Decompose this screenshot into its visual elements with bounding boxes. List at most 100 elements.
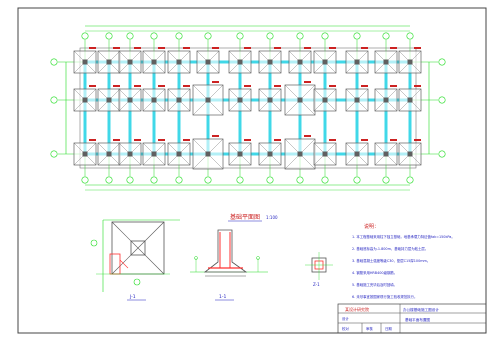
grid-bubble-right <box>438 150 446 158</box>
footing-tag <box>183 139 190 141</box>
footing-tag <box>414 85 421 87</box>
title-block-field: 日期 <box>385 326 392 331</box>
grid-bubble-bottom <box>150 176 158 184</box>
column-section <box>383 97 389 103</box>
footing-tag <box>89 85 96 87</box>
title-block-company: 某设计研究院 <box>345 306 369 312</box>
footing-tag <box>329 47 336 49</box>
footing-tag <box>134 47 141 49</box>
grid-bubble-left <box>50 150 58 158</box>
column-detail: Z-1 <box>305 252 333 287</box>
column-section <box>205 151 211 157</box>
footing-tag <box>113 47 120 49</box>
footing-tag <box>361 85 368 87</box>
footing-tag <box>304 47 311 49</box>
column-section <box>297 151 303 157</box>
grid-bubble-bottom <box>204 176 212 184</box>
footing-tag <box>244 85 251 87</box>
grid-bubble-bottom <box>126 176 134 184</box>
footing-tag <box>183 47 190 49</box>
note-line: 2. 基础底标高为-1.800m，基础持力层为粘土层。 <box>352 246 428 251</box>
plan-title: 基础平面图 <box>230 213 260 221</box>
footing-tag <box>89 47 96 49</box>
grid-bubble-right <box>438 96 446 104</box>
footing-tag <box>158 139 165 141</box>
footing-plan-detail: J-1 <box>90 219 180 301</box>
grid-bubble-bottom <box>321 176 329 184</box>
grid-bubble-right <box>438 58 446 66</box>
footing-tag <box>414 139 421 141</box>
column-section <box>237 151 243 157</box>
footing-tag <box>212 81 219 83</box>
column-section <box>383 151 389 157</box>
footing-tag <box>304 81 311 83</box>
title-block-drawing-name: 基础平面布置图 <box>405 317 431 322</box>
note-line: 6. 未尽事宜按国家现行施工验收规范执行。 <box>352 294 417 299</box>
column-section <box>127 151 133 157</box>
grid-bubble-top <box>126 32 134 40</box>
grid-bubble-bottom <box>105 176 113 184</box>
footing-tag <box>183 85 190 87</box>
note-line: 5. 基础施工完毕后及时回填。 <box>352 282 397 287</box>
column-section <box>106 151 112 157</box>
note-line: 4. 钢筋采用HRB400级钢筋。 <box>352 270 397 275</box>
title-block-field: 设计 <box>342 316 349 321</box>
column-section <box>237 97 243 103</box>
footing-tag <box>329 139 336 141</box>
grid-bubble-top <box>175 32 183 40</box>
section-detail-label: 1-1 <box>219 294 226 300</box>
column-section <box>106 59 112 65</box>
column-section <box>205 97 211 103</box>
footing-tag <box>113 85 120 87</box>
column-section <box>297 97 303 103</box>
column-section <box>297 59 303 65</box>
plan-detail-label: J-1 <box>129 294 136 300</box>
design-notes: 说明： 1. 本工程基础采用柱下独立基础，地基承载力特征值fak=150kPa。… <box>352 223 455 299</box>
footing-tag <box>329 85 336 87</box>
footing-tag <box>361 47 368 49</box>
column-section <box>383 59 389 65</box>
grid-bubble-bottom <box>296 176 304 184</box>
grid-bubble-top <box>382 32 390 40</box>
note-line: 3. 基础混凝土强度等级C30，垫层C15厚100mm。 <box>352 258 430 263</box>
column-section <box>267 151 273 157</box>
column-section <box>151 151 157 157</box>
title-block-field: 审核 <box>366 326 373 331</box>
footing-tag <box>244 47 251 49</box>
column-section <box>267 97 273 103</box>
footing-tag <box>113 139 120 141</box>
footing-tag <box>244 139 251 141</box>
note-line: 1. 本工程基础采用柱下独立基础，地基承载力特征值fak=150kPa。 <box>352 234 455 239</box>
grid-bubble-bottom <box>81 176 89 184</box>
grid-bubble-top <box>266 32 274 40</box>
column-section <box>82 97 88 103</box>
small-detail-label: Z-1 <box>313 282 320 287</box>
column-section <box>407 151 413 157</box>
column-section <box>354 59 360 65</box>
footing-tag <box>158 47 165 49</box>
grid-bubble-left <box>50 96 58 104</box>
plan-scale: 1:100 <box>266 215 278 220</box>
column-section <box>237 59 243 65</box>
sheet-border <box>17 7 487 334</box>
column-section <box>407 59 413 65</box>
column-section <box>322 97 328 103</box>
footing-tag <box>390 85 397 87</box>
grid-bubble-left <box>50 58 58 66</box>
grid-bubble-top <box>353 32 361 40</box>
title-block-field: 校对 <box>342 326 349 331</box>
footing-tag <box>274 47 281 49</box>
footing-tag <box>274 139 281 141</box>
grid-bubble-bottom <box>175 176 183 184</box>
column-section <box>176 151 182 157</box>
column-section <box>151 97 157 103</box>
grid-bubble-bottom <box>382 176 390 184</box>
footing-tag <box>134 139 141 141</box>
footing-tag <box>89 139 96 141</box>
column-section <box>151 59 157 65</box>
footing-tag <box>158 85 165 87</box>
grid-bubble-top <box>296 32 304 40</box>
grid-bubble-top <box>150 32 158 40</box>
grid-bubble-bottom <box>236 176 244 184</box>
title-block-project: 办公楼基础施工图设计 <box>403 307 439 312</box>
